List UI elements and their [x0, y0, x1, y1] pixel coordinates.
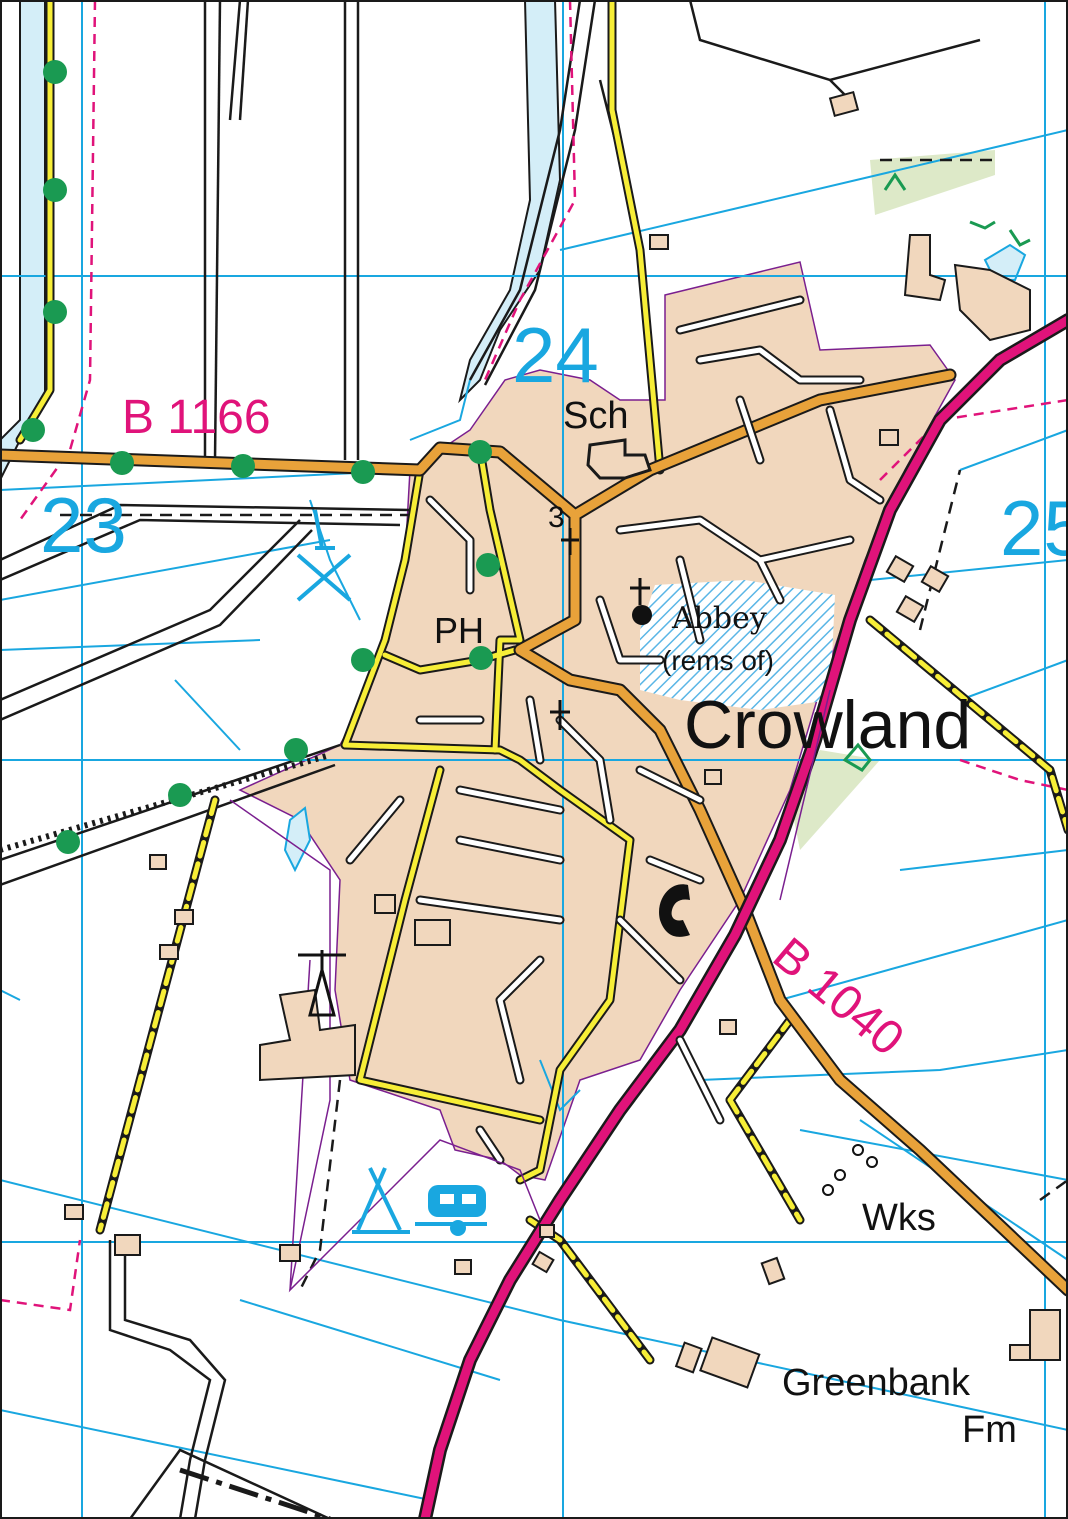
works-label: Wks: [862, 1197, 936, 1239]
river-drain-top: [458, 0, 562, 404]
spot-number-label: 3: [548, 501, 565, 534]
tracks: [0, 0, 981, 1519]
b-roads: [0, 368, 1068, 1297]
telephone-icon: [659, 884, 690, 937]
national-trail: [21, 60, 500, 854]
abbey-label: Abbey: [671, 601, 767, 636]
school-label: Sch: [563, 395, 628, 437]
campsite-icon: [352, 1167, 410, 1234]
dismantled-railway: [0, 752, 331, 853]
pub-label: PH: [434, 610, 484, 651]
dashed-paths: [60, 158, 1068, 1291]
road-label-b1166: B 1166: [122, 391, 271, 444]
church-icon: [630, 578, 652, 625]
woodland-icon: [842, 172, 1031, 772]
buildings: [64, 90, 1061, 1389]
works-icon: [822, 1144, 878, 1196]
grid-label-23: 23: [40, 481, 127, 569]
farm-label-line1: Greenbank: [782, 1362, 971, 1404]
town-streets: [345, 295, 885, 1165]
pond: [283, 806, 312, 873]
town-label: Crowland: [684, 687, 971, 763]
field-green-area: [790, 750, 880, 850]
church-cross-icon: [561, 528, 579, 555]
radio-mast-icon: [298, 950, 346, 1017]
farm-label-line2: Fm: [962, 1409, 1017, 1451]
parish-boundary: [0, 0, 1068, 1312]
grid-label-24: 24: [512, 311, 599, 399]
school-building: [586, 438, 652, 480]
caravan-site-icon: [415, 1185, 487, 1236]
minor-roads: [15, 0, 1068, 1365]
field-green-area-top: [870, 150, 995, 215]
chapel-cross-icon: [550, 700, 570, 730]
grid-label-25: 25: [1000, 484, 1068, 572]
abbey-note-label: (rems of): [662, 645, 774, 676]
windmill-icon: [296, 509, 352, 602]
a-road: [418, 313, 1068, 1519]
boundary-line-bottom: [179, 1467, 331, 1519]
